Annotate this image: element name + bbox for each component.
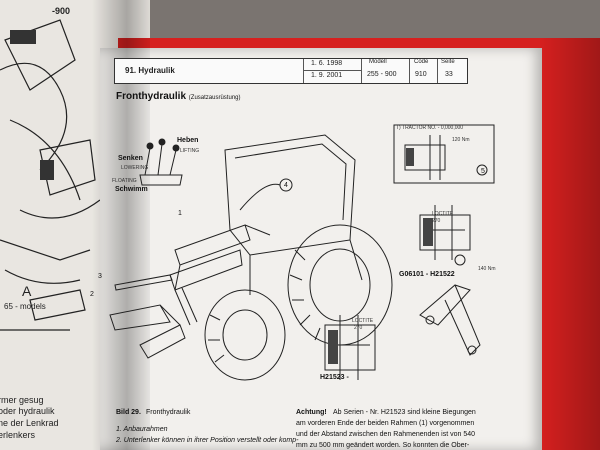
- page-label: Seite: [441, 59, 455, 65]
- header-divider: [361, 59, 362, 83]
- callout-2: 2: [90, 291, 94, 298]
- caption-item-2: 2. Unterlenker können in ihrer Position …: [116, 437, 299, 444]
- model-label: Modell: [369, 59, 387, 65]
- figure-label: Bild 29.: [116, 409, 141, 416]
- callout-4: 4: [284, 182, 288, 189]
- page-heading: Fronthydraulik (Zusatzausrüstung): [116, 91, 241, 102]
- label-loctite-1: LOCTITE: [432, 211, 454, 217]
- left-frag-text1: rmer gesug: [0, 395, 44, 405]
- left-frag-text2: oder hydraulik: [0, 406, 55, 416]
- callout-5: 5: [481, 168, 485, 175]
- label-loctite-2-num: 270: [354, 325, 363, 331]
- section-header-table: 91. Hydraulik 1. 6. 1998 1. 9. 2001 Mode…: [114, 58, 468, 84]
- right-page: [100, 48, 542, 450]
- label-loctite-2: LOCTITE: [352, 318, 374, 324]
- code-label: Code: [414, 59, 429, 65]
- notice-line-1: Ab Serien - Nr. H21523 sind kleine Biegu…: [333, 409, 476, 416]
- left-frag-letter: A: [22, 283, 32, 299]
- label-loctite-1-num: 270: [432, 218, 441, 224]
- label-lowering: LOWERING: [121, 165, 149, 171]
- label-schwimm: Schwimm: [115, 186, 148, 193]
- notice-line-4: mm zu 500 mm geändert worden. So konnten…: [296, 442, 470, 449]
- label-tractor-no: T) TRACTOR NO. - 0,000,000: [396, 125, 464, 131]
- header-divider: [303, 59, 304, 83]
- notice-line-2: am vorderen Ende der beiden Rahmen (1) v…: [296, 420, 475, 427]
- notice-achtung: Achtung!: [296, 409, 327, 416]
- header-divider: [303, 70, 361, 71]
- section-title: 91. Hydraulik: [125, 66, 175, 75]
- page-value: 33: [445, 71, 453, 78]
- heading-subtitle: (Zusatzausrüstung): [188, 95, 241, 101]
- callout-1: 1: [178, 210, 182, 217]
- left-frag-text4: erlenkers: [0, 430, 36, 440]
- label-senken: Senken: [118, 155, 143, 162]
- label-120nm: 120 Nm: [452, 137, 470, 143]
- callout-3: 3: [98, 273, 102, 280]
- model-value: 255 - 900: [367, 71, 397, 78]
- date-from: 1. 6. 1998: [311, 60, 343, 67]
- code-value: 910: [415, 71, 427, 78]
- header-divider: [437, 59, 438, 83]
- heading-title: Fronthydraulik: [116, 91, 187, 102]
- label-part-low: H21523 -: [320, 374, 349, 381]
- notice-line-3: und der Abstand zwischen den Rahmenenden…: [296, 431, 476, 438]
- left-frag-model: -900: [52, 6, 71, 16]
- figure-title: Fronthydraulik: [146, 409, 191, 416]
- left-frag-text3: ne der Lenkrad: [0, 418, 59, 428]
- date-to: 1. 9. 2001: [311, 72, 343, 79]
- header-divider: [409, 59, 410, 83]
- hydraulic-illustration: [109, 124, 495, 381]
- left-frag-models: 65 - models: [4, 302, 46, 311]
- label-floating: FLOATING: [112, 178, 137, 184]
- label-lifting: LIFTING: [180, 148, 200, 154]
- caption-item-1: 1. Anbaurahmen: [116, 426, 168, 433]
- label-140nm: 140 Nm: [478, 266, 496, 272]
- cover-shadow: [540, 38, 600, 450]
- label-part-range: G06101 - H21522: [399, 271, 455, 278]
- label-heben: Heben: [177, 137, 199, 144]
- left-page-drawing: [0, 19, 101, 331]
